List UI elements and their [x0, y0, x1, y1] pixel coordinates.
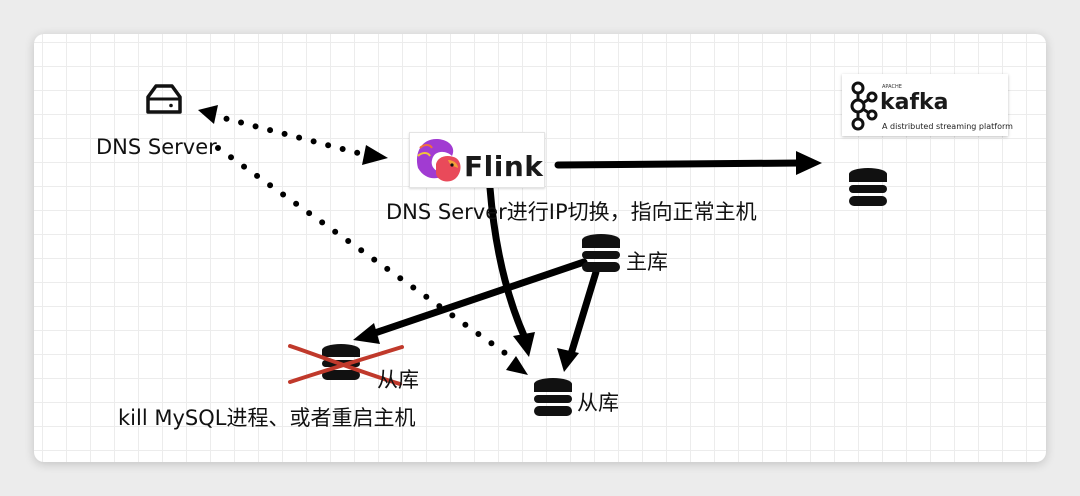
failed-replica-database-icon: [322, 344, 360, 380]
kafka-logo: [842, 74, 1008, 136]
switch-note: DNS Server进行IP切换，指向正常主机: [386, 200, 757, 224]
dns-replica-dotted-arrow: [215, 145, 528, 375]
master-database-icon: [582, 234, 620, 272]
kill-note: kill MySQL进程、或者重启主机: [118, 406, 416, 430]
failure-cross-icon: [288, 344, 404, 386]
kafka-logo-icon: [850, 81, 878, 131]
flink-kafka-arrow: [554, 151, 822, 175]
kafka-tagline: A distributed streaming platform: [882, 122, 1013, 131]
kafka-database-icon: [849, 168, 887, 206]
flink-brand-text: Flink: [464, 150, 544, 183]
kafka-brand-text: kafka: [880, 90, 949, 115]
master-db-label: 主库: [626, 250, 668, 274]
new-replica-database-icon: [534, 378, 572, 416]
server-icon: [146, 84, 182, 114]
kafka-apache-text: APACHE: [882, 84, 902, 90]
new-replica-label: 从库: [577, 391, 619, 415]
flink-replica-arrow: [486, 184, 535, 357]
master-failed-replica-arrow: [353, 258, 588, 344]
dns-flink-dotted-arrow: [198, 105, 388, 165]
failed-replica-label: 从库: [377, 368, 419, 392]
flink-squirrel-icon: [416, 138, 461, 182]
master-new-replica-arrow: [557, 268, 600, 372]
dns-server-label: DNS Server: [96, 135, 217, 159]
